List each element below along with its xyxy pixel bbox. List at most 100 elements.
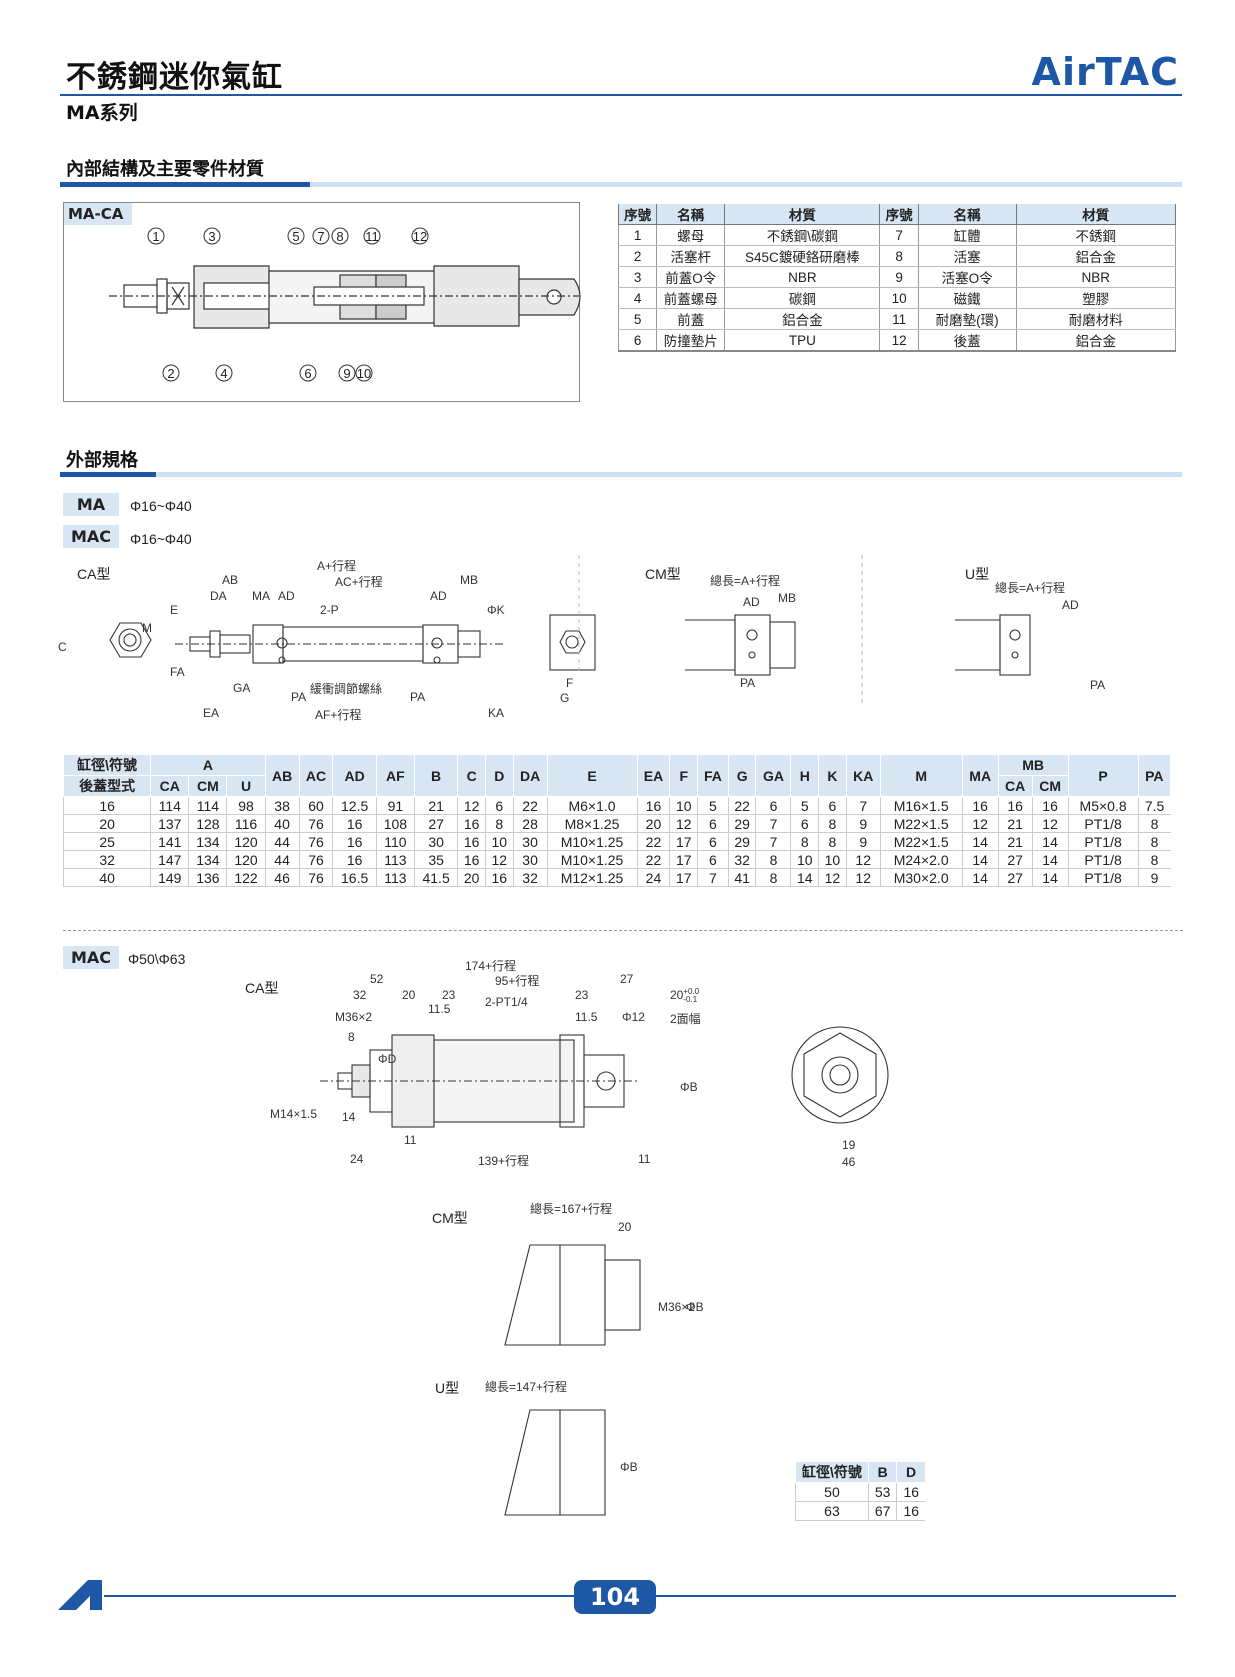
table-cell: 29 xyxy=(727,814,756,833)
footer-rule-right xyxy=(656,1595,1176,1597)
section-divider xyxy=(63,930,1183,931)
dim-col-a: A xyxy=(150,754,266,776)
mac-n52: 52 xyxy=(370,972,384,986)
dim-a-stroke: A+行程 xyxy=(317,559,357,573)
table-cell: 21 xyxy=(997,814,1033,833)
tag-mac: MAC xyxy=(63,525,119,548)
table-cell: NBR xyxy=(724,266,881,288)
table-cell: 21 xyxy=(413,796,458,815)
mac-phi12: Φ12 xyxy=(622,1010,645,1024)
table-cell: 27 xyxy=(997,850,1033,869)
table-cell: 12 xyxy=(961,814,999,833)
dim-ad-rear: AD xyxy=(430,589,447,603)
mac-n11b: 11 xyxy=(638,1152,651,1166)
table-cell: 14 xyxy=(961,832,999,851)
airtac-footer-logo xyxy=(58,1580,102,1610)
table-cell: 53 xyxy=(867,1482,897,1502)
table-cell: 137 xyxy=(150,814,189,833)
table-cell: 塑膠 xyxy=(1015,287,1177,309)
series-subtitle: MA系列 xyxy=(66,102,138,124)
table-cell: 7 xyxy=(755,814,791,833)
table-cell: 22 xyxy=(636,850,670,869)
svg-text:8: 8 xyxy=(336,229,343,244)
table-cell: 8 xyxy=(1137,814,1171,833)
mac-n11_5b: 11.5 xyxy=(575,1010,598,1024)
dim-col-mb-ca: CA xyxy=(997,775,1033,797)
dim-col: EA xyxy=(636,754,671,797)
table-cell: M16×1.5 xyxy=(879,796,963,815)
col-material: 材質 xyxy=(1015,204,1177,225)
cm-pa: PA xyxy=(740,676,756,690)
table-cell: 2 xyxy=(617,245,658,267)
table-cell: 不銹鋼\碳鋼 xyxy=(724,224,881,246)
u-ad: AD xyxy=(1062,598,1079,612)
table-cell: 63 xyxy=(795,1501,869,1521)
table-cell: 8 xyxy=(818,814,847,833)
table-cell: 25 xyxy=(62,832,151,851)
airtac-logo: AirTAC xyxy=(1031,50,1179,94)
table-cell: 32 xyxy=(512,868,548,887)
footer-rule-left xyxy=(104,1595,574,1597)
dim-col: P xyxy=(1067,754,1139,797)
table-cell: PT1/8 xyxy=(1067,850,1139,869)
mac-n32: 32 xyxy=(353,988,367,1002)
table-cell: 12 xyxy=(484,850,514,869)
dim-col: GA xyxy=(755,754,792,797)
table-cell: 耐磨材料 xyxy=(1015,308,1177,330)
svg-text:1: 1 xyxy=(152,229,159,244)
dim-mb: MB xyxy=(460,573,478,587)
diagram-label: MA-CA xyxy=(64,203,132,225)
table-cell: 22 xyxy=(636,832,670,851)
table-cell: M24×2.0 xyxy=(879,850,963,869)
table-cell: 41 xyxy=(727,868,756,887)
range-ma: Φ16~Φ40 xyxy=(130,498,192,514)
dim-col: M xyxy=(879,754,963,797)
mac-total147: 總長=147+行程 xyxy=(485,1380,568,1394)
dim-fa: FA xyxy=(170,665,185,679)
table-cell: 16 xyxy=(332,814,377,833)
table-cell: 12 xyxy=(1031,814,1069,833)
svg-text:3: 3 xyxy=(208,229,215,244)
table-cell: 10 xyxy=(790,850,819,869)
table-cell: 8 xyxy=(1137,832,1171,851)
table-cell: 17 xyxy=(669,832,698,851)
table-cell: 6 xyxy=(697,832,729,851)
table-cell: M30×2.0 xyxy=(879,868,963,887)
dim-ma: MA xyxy=(252,589,270,603)
svg-text:7: 7 xyxy=(317,229,324,244)
table-cell: M12×1.25 xyxy=(546,868,638,887)
dim-col-a-u: U xyxy=(226,775,266,797)
cm-type-label: CM型 xyxy=(645,566,681,582)
callout-5: 5 xyxy=(287,227,305,245)
mac-m36: M36×2 xyxy=(335,1010,373,1024)
dim-col-a-cm: CM xyxy=(188,775,228,797)
table-cell: 7 xyxy=(879,224,919,246)
table-cell: 8 xyxy=(755,868,791,887)
dim-col: D xyxy=(484,754,514,797)
dim-pa: PA xyxy=(291,690,307,704)
table-cell: 10 xyxy=(669,796,698,815)
table-cell: 16 xyxy=(457,814,486,833)
dim-col: B xyxy=(413,754,459,797)
dim-phik: ΦK xyxy=(487,603,505,617)
table-cell: 20 xyxy=(62,814,151,833)
dim-g: G xyxy=(560,691,570,705)
mac-two-face: 2面幅 xyxy=(670,1012,701,1026)
range-mac: Φ16~Φ40 xyxy=(130,531,192,547)
mac-n27: 27 xyxy=(620,972,634,986)
dim-col: AF xyxy=(375,754,415,797)
callout-10: 10 xyxy=(355,364,373,382)
table-cell: 5 xyxy=(617,308,658,330)
dim-pa-rear: PA xyxy=(410,690,426,704)
svg-text:12: 12 xyxy=(413,229,427,244)
table-cell: 134 xyxy=(188,850,227,869)
cm-total-length: 總長=A+行程 xyxy=(710,574,781,588)
col-material: 材質 xyxy=(724,204,881,225)
table-cell: 前蓋螺母 xyxy=(656,287,726,309)
dim-af-stroke: AF+行程 xyxy=(315,708,362,722)
